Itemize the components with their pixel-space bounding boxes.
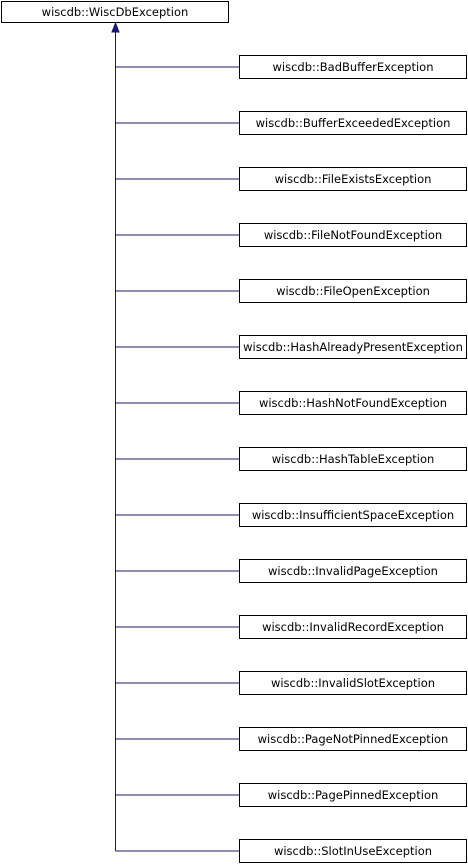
derived-class-node[interactable]: wiscdb::FileNotFoundException (239, 223, 467, 247)
derived-class-label: wiscdb::InsufficientSpaceException (252, 508, 454, 522)
derived-class-box (239, 671, 467, 695)
derived-class-box (239, 391, 467, 415)
derived-class-label: wiscdb::FileOpenException (276, 284, 430, 298)
base-class-node[interactable]: wiscdb::WiscDbException (1, 1, 229, 23)
derived-class-box (239, 111, 467, 135)
derived-class-label: wiscdb::InvalidSlotException (271, 676, 435, 690)
derived-class-box (239, 559, 467, 583)
derived-class-box (239, 447, 467, 471)
derived-class-label: wiscdb::PageNotPinnedException (258, 732, 449, 746)
derived-class-node[interactable]: wiscdb::FileExistsException (239, 167, 467, 191)
base-class-box (1, 1, 229, 23)
derived-class-node[interactable]: wiscdb::SlotInUseException (239, 839, 467, 863)
derived-class-node[interactable]: wiscdb::FileOpenException (239, 279, 467, 303)
derived-class-label: wiscdb::HashAlreadyPresentException (243, 340, 463, 354)
inheritance-arrowhead (111, 21, 120, 33)
derived-class-node[interactable]: wiscdb::BufferExceededException (239, 111, 467, 135)
derived-class-box (239, 727, 467, 751)
derived-class-label: wiscdb::BufferExceededException (256, 116, 451, 130)
derived-class-nodes: wiscdb::BadBufferExceptionwiscdb::Buffer… (239, 55, 467, 863)
derived-class-node[interactable]: wiscdb::InvalidSlotException (239, 671, 467, 695)
derived-class-label: wiscdb::FileNotFoundException (264, 228, 442, 242)
derived-class-node[interactable]: wiscdb::HashAlreadyPresentException (239, 335, 467, 359)
derived-class-label: wiscdb::FileExistsException (275, 172, 432, 186)
derived-class-node[interactable]: wiscdb::HashTableException (239, 447, 467, 471)
derived-class-label: wiscdb::BadBufferException (273, 60, 434, 74)
derived-class-node[interactable]: wiscdb::InsufficientSpaceException (239, 503, 467, 527)
derived-class-box (239, 503, 467, 527)
derived-class-label: wiscdb::InvalidPageException (268, 564, 438, 578)
derived-class-node[interactable]: wiscdb::InvalidRecordException (239, 615, 467, 639)
derived-class-box (239, 335, 467, 359)
derived-class-node[interactable]: wiscdb::BadBufferException (239, 55, 467, 79)
derived-class-box (239, 55, 467, 79)
inheritance-edges (111, 21, 240, 852)
derived-class-box (239, 615, 467, 639)
base-class-label: wiscdb::WiscDbException (42, 5, 189, 19)
derived-class-box (239, 223, 467, 247)
derived-class-node[interactable]: wiscdb::InvalidPageException (239, 559, 467, 583)
derived-class-label: wiscdb::PagePinnedException (268, 788, 439, 802)
derived-class-label: wiscdb::InvalidRecordException (262, 620, 444, 634)
derived-class-box (239, 839, 467, 863)
derived-class-node[interactable]: wiscdb::HashNotFoundException (239, 391, 467, 415)
derived-class-box (239, 167, 467, 191)
derived-class-node[interactable]: wiscdb::PageNotPinnedException (239, 727, 467, 751)
derived-class-label: wiscdb::HashNotFoundException (259, 396, 447, 410)
derived-class-box (239, 783, 467, 807)
derived-class-label: wiscdb::HashTableException (272, 452, 435, 466)
derived-class-node[interactable]: wiscdb::PagePinnedException (239, 783, 467, 807)
derived-class-box (239, 279, 467, 303)
derived-class-label: wiscdb::SlotInUseException (274, 844, 432, 858)
